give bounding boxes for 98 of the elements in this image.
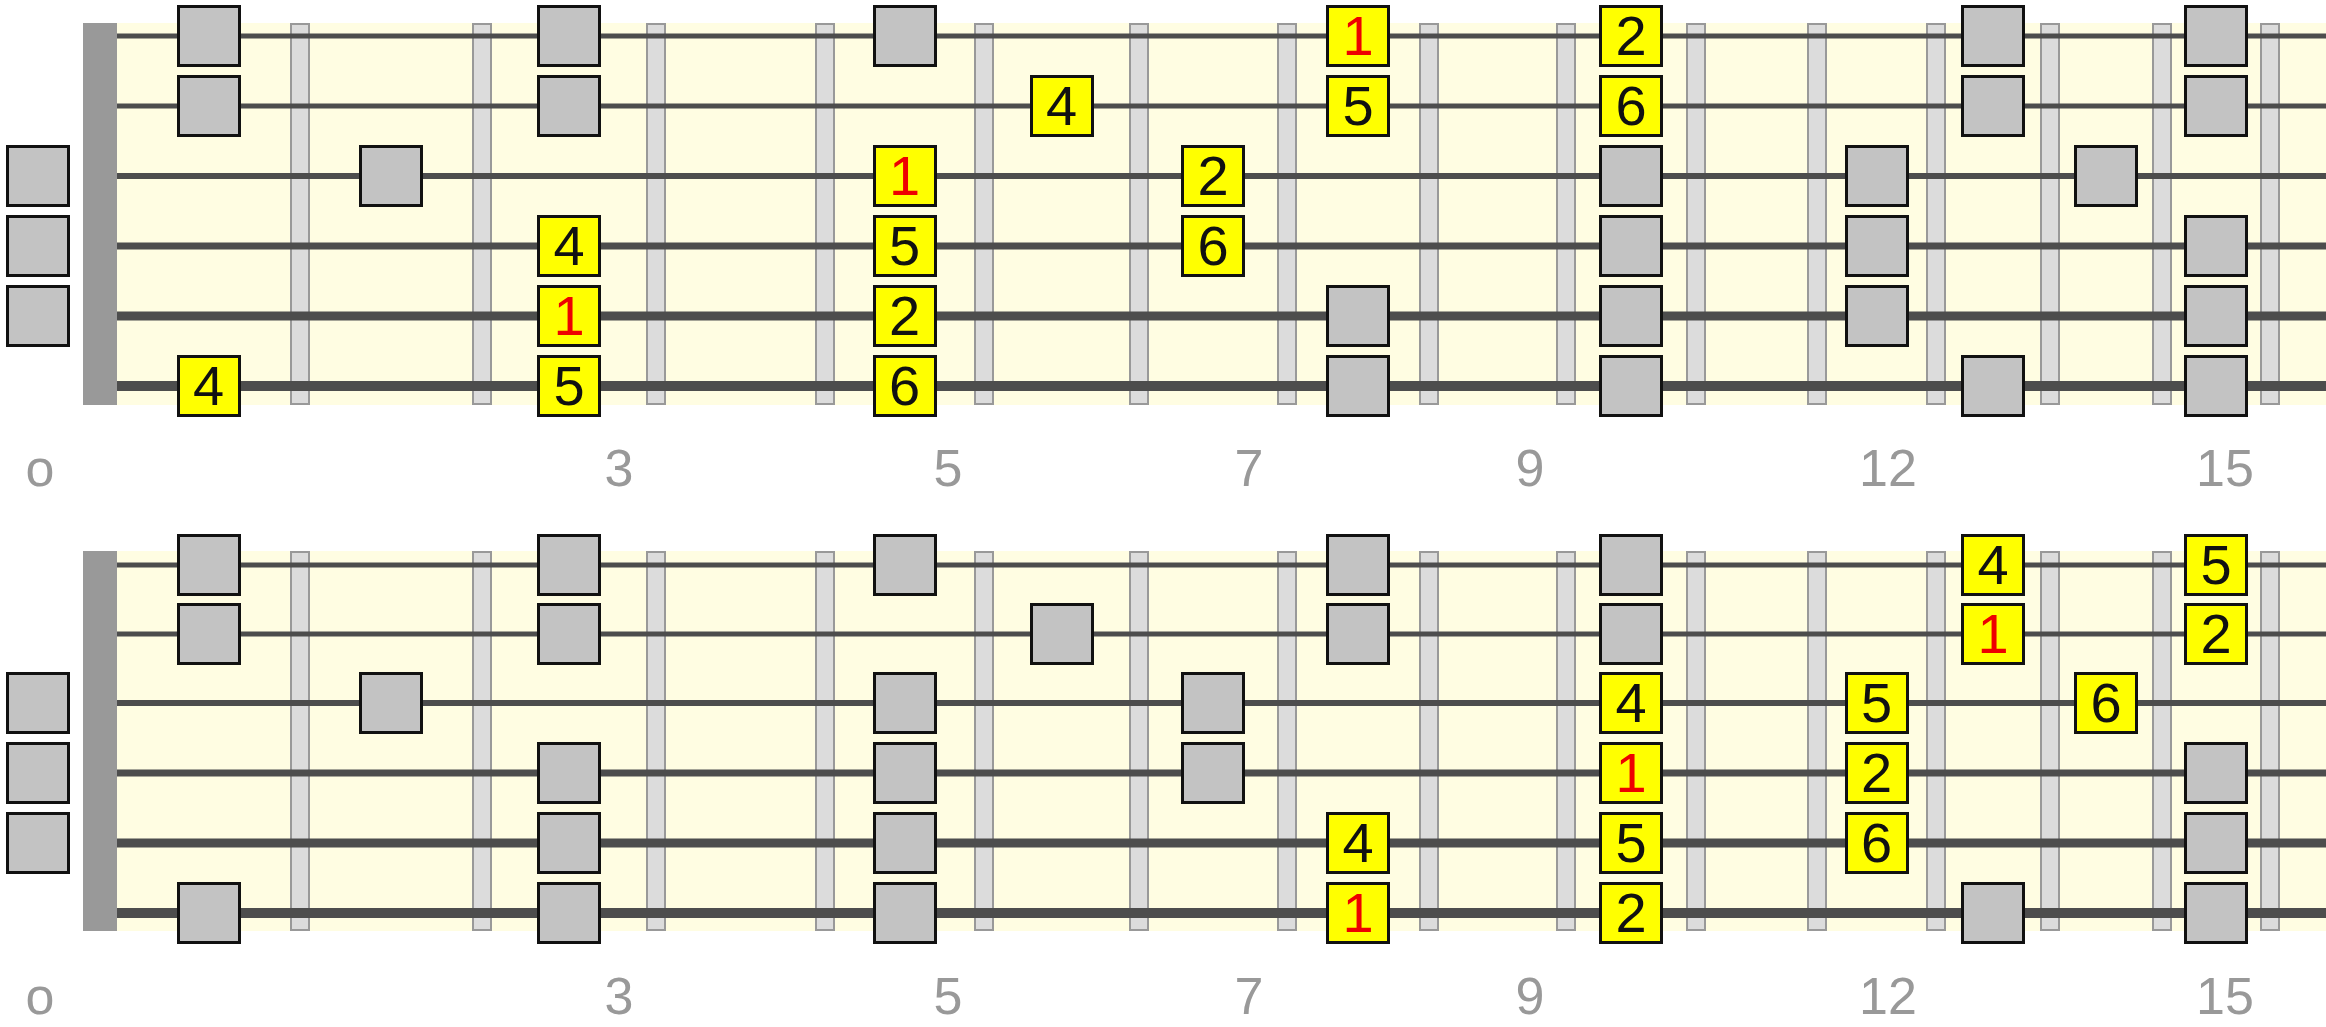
scale-degree-marker: 6	[2074, 672, 2138, 734]
scale-degree-marker: 6	[872, 355, 937, 417]
empty-note-marker	[1326, 603, 1390, 665]
empty-note-marker	[176, 75, 241, 137]
empty-note-marker	[1326, 534, 1390, 596]
fret-number: 15	[2196, 442, 2254, 494]
empty-note-marker	[872, 882, 937, 944]
fret-number: 15	[2196, 970, 2254, 1022]
fret-number: 3	[604, 442, 634, 494]
empty-note-marker	[6, 742, 70, 804]
scale-degree-marker: 5	[1844, 672, 1909, 734]
scale-degree-marker: 4	[1029, 75, 1094, 137]
scale-degree-marker: 4	[1961, 534, 2025, 596]
scale-degree-marker: 5	[872, 215, 937, 277]
empty-note-marker	[1599, 355, 1663, 417]
scale-degree-marker: 5	[1326, 75, 1390, 137]
scale-degree-marker: 4	[1326, 812, 1390, 874]
scale-degree-marker: 1	[537, 285, 601, 347]
empty-note-marker	[872, 534, 937, 596]
empty-note-marker	[359, 672, 423, 734]
empty-note-marker	[176, 882, 241, 944]
empty-note-marker	[6, 812, 70, 874]
empty-note-marker	[6, 145, 70, 207]
fret-number: 5	[933, 970, 963, 1022]
scale-degree-marker: 6	[1181, 215, 1245, 277]
empty-note-marker	[1844, 285, 1909, 347]
scale-degree-marker: 2	[1599, 882, 1663, 944]
empty-note-marker	[2184, 882, 2248, 944]
fret-number: 7	[1234, 970, 1264, 1022]
fret-number: 12	[1859, 970, 1917, 1022]
empty-note-marker	[537, 812, 601, 874]
scale-degree-marker: 5	[537, 355, 601, 417]
fret-number: 3	[604, 970, 634, 1022]
empty-note-marker	[537, 603, 601, 665]
scale-degree-marker: 2	[872, 285, 937, 347]
empty-note-marker	[1326, 355, 1390, 417]
fret-number: o	[25, 442, 55, 494]
empty-note-marker	[176, 5, 241, 67]
empty-note-marker	[1599, 603, 1663, 665]
scale-degree-marker: 6	[1844, 812, 1909, 874]
empty-note-marker	[1181, 742, 1245, 804]
empty-note-marker	[537, 534, 601, 596]
empty-note-marker	[1961, 882, 2025, 944]
empty-note-marker	[6, 215, 70, 277]
scale-degree-marker: 1	[872, 145, 937, 207]
empty-note-marker	[1961, 355, 2025, 417]
scale-degree-marker: 1	[1326, 882, 1390, 944]
scale-degree-marker: 2	[2184, 603, 2248, 665]
empty-note-marker	[359, 145, 423, 207]
empty-note-marker	[2074, 145, 2138, 207]
fret-number: 9	[1515, 442, 1545, 494]
empty-note-marker	[1844, 215, 1909, 277]
empty-note-marker	[1961, 5, 2025, 67]
fret-number: 5	[933, 442, 963, 494]
scale-degree-marker: 4	[537, 215, 601, 277]
empty-note-marker	[537, 882, 601, 944]
empty-note-marker	[1029, 603, 1094, 665]
fret-number: 7	[1234, 442, 1264, 494]
empty-note-marker	[1181, 672, 1245, 734]
fret-number: 9	[1515, 970, 1545, 1022]
empty-note-marker	[2184, 5, 2248, 67]
scale-degree-marker: 1	[1326, 5, 1390, 67]
scale-degree-marker: 2	[1181, 145, 1245, 207]
scale-degree-marker: 6	[1599, 75, 1663, 137]
empty-note-marker	[1961, 75, 2025, 137]
scale-degree-marker: 2	[1844, 742, 1909, 804]
empty-note-marker	[176, 534, 241, 596]
empty-note-marker	[1599, 215, 1663, 277]
empty-note-marker	[872, 5, 937, 67]
empty-note-marker	[6, 672, 70, 734]
fret-number: 12	[1859, 442, 1917, 494]
empty-note-marker	[1844, 145, 1909, 207]
fret-number: o	[25, 970, 55, 1022]
empty-note-marker	[2184, 355, 2248, 417]
empty-note-marker	[537, 5, 601, 67]
scale-degree-marker: 1	[1961, 603, 2025, 665]
scale-degree-marker: 2	[1599, 5, 1663, 67]
scale-degree-marker: 5	[1599, 812, 1663, 874]
empty-note-marker	[2184, 285, 2248, 347]
empty-note-marker	[6, 285, 70, 347]
empty-note-marker	[872, 672, 937, 734]
empty-note-marker	[1599, 145, 1663, 207]
empty-note-marker	[537, 742, 601, 804]
empty-note-marker	[2184, 215, 2248, 277]
scale-degree-marker: 4	[1599, 672, 1663, 734]
scale-degree-marker: 4	[176, 355, 241, 417]
scale-degree-marker: 5	[2184, 534, 2248, 596]
empty-note-marker	[176, 603, 241, 665]
empty-note-marker	[872, 812, 937, 874]
empty-note-marker	[2184, 742, 2248, 804]
empty-note-marker	[872, 742, 937, 804]
empty-note-marker	[2184, 812, 2248, 874]
empty-note-marker	[1599, 285, 1663, 347]
scale-degree-marker: 1	[1599, 742, 1663, 804]
empty-note-marker	[1326, 285, 1390, 347]
empty-note-marker	[1599, 534, 1663, 596]
empty-note-marker	[537, 75, 601, 137]
empty-note-marker	[2184, 75, 2248, 137]
